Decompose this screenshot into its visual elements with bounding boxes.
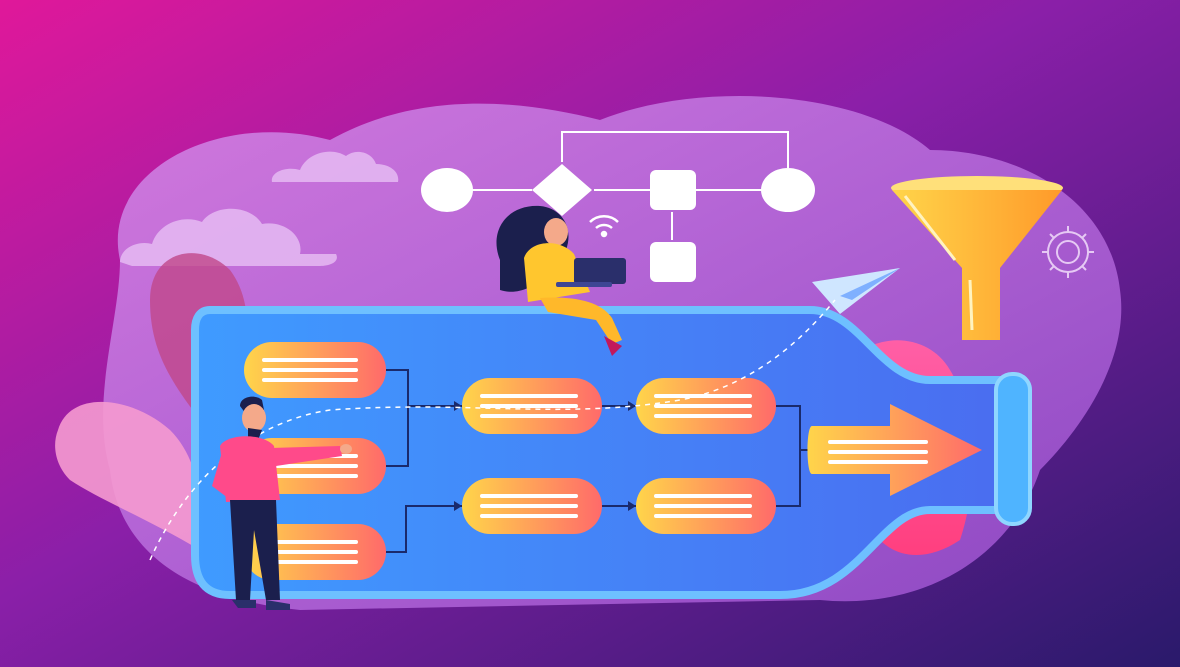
- arrow-icon: [807, 404, 982, 496]
- process-connectors: [386, 369, 816, 553]
- flowchart-decision-node: [532, 164, 592, 216]
- cloud-icon: [271, 151, 399, 182]
- process-step: [636, 478, 776, 534]
- process-step: [636, 378, 776, 434]
- flowchart-process-node: [650, 242, 696, 282]
- arrowheads: [454, 401, 636, 511]
- flowchart-start-node: [421, 168, 473, 212]
- gear-icon: [1042, 226, 1094, 278]
- wifi-icon: [589, 215, 619, 238]
- cloud-icon: [120, 208, 337, 266]
- process-step: [244, 524, 386, 580]
- flowchart-diagram: [472, 131, 789, 240]
- bottle-cap: [994, 372, 1032, 526]
- flowchart-end-node: [761, 168, 815, 212]
- process-step: [244, 342, 386, 398]
- decorative-leaf: [55, 401, 202, 550]
- woman-with-laptop-figure: [496, 205, 626, 356]
- bottle: [191, 306, 1009, 599]
- process-step: [462, 378, 602, 434]
- standing-man-figure: [212, 396, 352, 610]
- paper-plane-icon: [812, 268, 900, 314]
- funnel-icon: [891, 176, 1063, 340]
- process-step: [462, 478, 602, 534]
- flowchart-process-node: [650, 170, 696, 210]
